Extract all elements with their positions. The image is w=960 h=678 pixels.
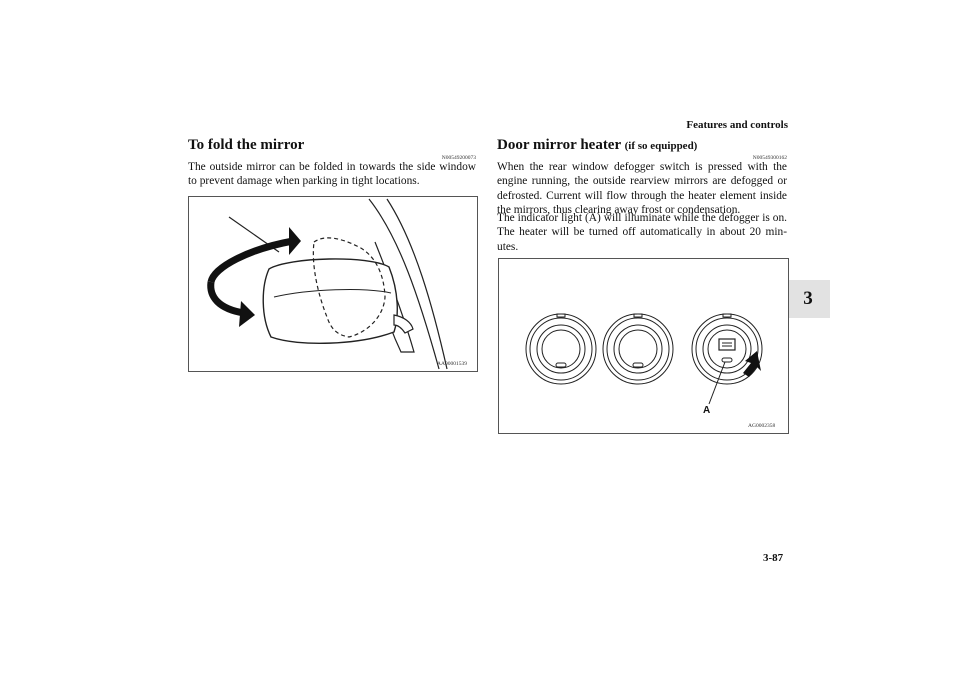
heater-switch-figure: A AG0002358 (498, 258, 789, 434)
fold-mirror-figure-code: AA00001539 (437, 361, 467, 367)
mirror-heater-heading-text: Door mirror heater (497, 137, 621, 153)
mirror-heater-paragraph-2: The indicator light (A) will illuminate … (497, 212, 787, 253)
chapter-tab: 3 (786, 280, 830, 318)
mirror-heater-code: N00549300162 (752, 155, 787, 161)
fold-mirror-code: N00549200073 (441, 155, 476, 161)
mirror-heater-paragraph-1: When the rear window defogger switch is … (497, 161, 787, 216)
chapter-number: 3 (803, 288, 813, 309)
page-header: Features and controls (686, 119, 788, 131)
fold-mirror-illustration (207, 198, 448, 370)
indicator-label-a: A (703, 405, 711, 416)
mirror-heater-heading: Door mirror heater (if so equipped) (497, 137, 697, 154)
mirror-heater-heading-note: (if so equipped) (624, 140, 698, 152)
page-number: 3-87 (763, 552, 784, 564)
heater-switch-illustration (525, 313, 763, 405)
fold-mirror-heading: To fold the mirror (188, 137, 305, 153)
heater-switch-figure-code: AG0002358 (748, 423, 776, 429)
fold-mirror-paragraph: The outside mirror can be folded in towa… (188, 161, 476, 188)
fold-mirror-figure: AA00001539 (188, 196, 478, 372)
